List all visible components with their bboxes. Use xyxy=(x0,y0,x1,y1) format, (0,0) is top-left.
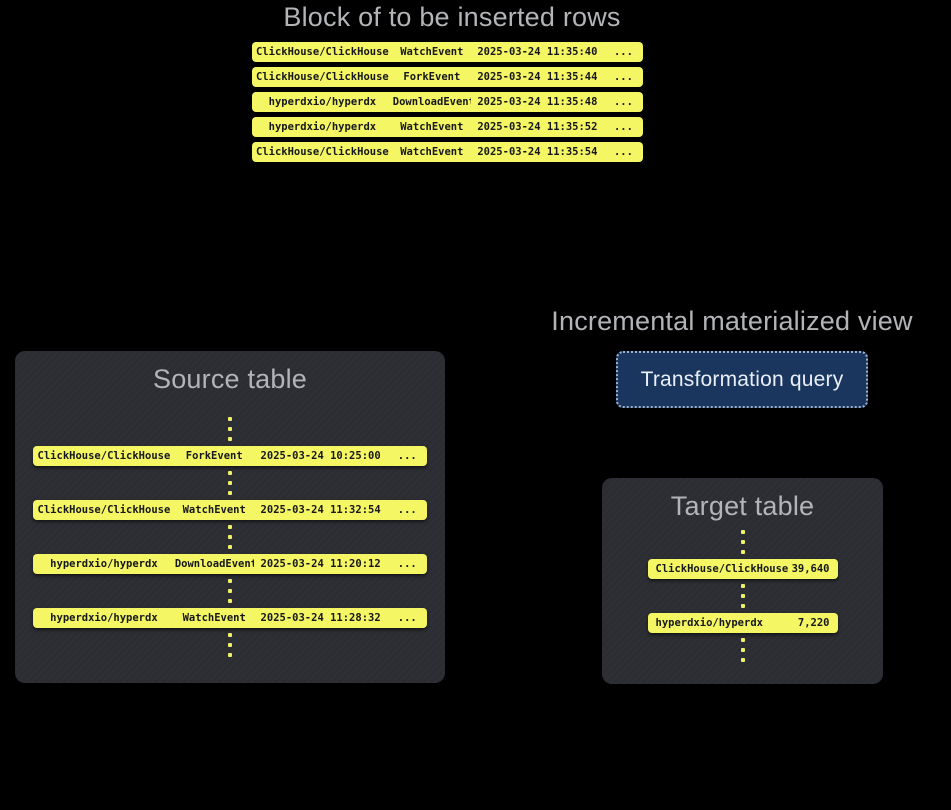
row-repo: ClickHouse/ClickHouse xyxy=(655,563,789,575)
row-timestamp: 2025-03-24 11:28:32 xyxy=(260,612,381,624)
insert-block-title: Block of to be inserted rows xyxy=(283,2,621,32)
row-event: ForkEvent xyxy=(403,71,461,83)
row-timestamp: 2025-03-24 11:35:54 xyxy=(477,146,598,158)
table-row: ClickHouse/ClickHouse WatchEvent 2025-03… xyxy=(252,42,643,62)
row-event: WatchEvent xyxy=(400,121,464,133)
row-repo: ClickHouse/ClickHouse xyxy=(255,46,389,58)
row-repo: ClickHouse/ClickHouse xyxy=(37,504,171,516)
table-row: hyperdxio/hyperdx WatchEvent 2025-03-24 … xyxy=(252,117,643,137)
table-row: hyperdxio/hyperdx WatchEvent 2025-03-24 … xyxy=(33,608,427,628)
source-table-title: Source table xyxy=(153,364,307,394)
ellipsis-dots xyxy=(228,632,232,658)
row-more: ... xyxy=(397,450,417,462)
row-more: ... xyxy=(613,146,633,158)
target-table-card: Target table ClickHouse/ClickHouse 39,64… xyxy=(602,478,883,684)
row-repo: hyperdxio/hyperdx xyxy=(268,96,377,108)
row-event: DownloadEvent xyxy=(392,96,471,108)
table-row: hyperdxio/hyperdx DownloadEvent 2025-03-… xyxy=(33,554,427,574)
row-more: ... xyxy=(613,46,633,58)
table-row: hyperdxio/hyperdx DownloadEvent 2025-03-… xyxy=(252,92,643,112)
table-row: ClickHouse/ClickHouse ForkEvent 2025-03-… xyxy=(252,67,643,87)
materialized-view-title: Incremental materialized view xyxy=(551,306,913,336)
source-table-card: Source table ClickHouse/ClickHouse ForkE… xyxy=(15,351,445,683)
table-row: ClickHouse/ClickHouse WatchEvent 2025-03… xyxy=(33,500,427,520)
ellipsis-dots xyxy=(228,524,232,550)
row-more: ... xyxy=(613,71,633,83)
row-timestamp: 2025-03-24 11:32:54 xyxy=(260,504,381,516)
row-count: 39,640 xyxy=(791,563,830,575)
row-timestamp: 2025-03-24 11:35:44 xyxy=(477,71,598,83)
insert-block-rows: ClickHouse/ClickHouse WatchEvent 2025-03… xyxy=(252,42,643,162)
target-table-title: Target table xyxy=(670,491,815,521)
row-timestamp: 2025-03-24 10:25:00 xyxy=(260,450,381,462)
row-event: WatchEvent xyxy=(182,504,246,516)
row-event: WatchEvent xyxy=(182,612,246,624)
row-event: WatchEvent xyxy=(400,146,464,158)
row-repo: ClickHouse/ClickHouse xyxy=(255,146,389,158)
row-repo: hyperdxio/hyperdx xyxy=(50,612,158,624)
table-row: hyperdxio/hyperdx 7,220 xyxy=(647,613,838,633)
table-row: ClickHouse/ClickHouse WatchEvent 2025-03… xyxy=(252,142,643,162)
row-more: ... xyxy=(397,504,417,516)
table-row: ClickHouse/ClickHouse ForkEvent 2025-03-… xyxy=(33,446,427,466)
row-repo: hyperdxio/hyperdx xyxy=(655,617,763,629)
source-table-rows: ClickHouse/ClickHouse ForkEvent 2025-03-… xyxy=(15,416,445,658)
row-timestamp: 2025-03-24 11:35:52 xyxy=(477,121,598,133)
row-repo: hyperdxio/hyperdx xyxy=(50,558,158,570)
row-event: WatchEvent xyxy=(400,46,464,58)
ellipsis-dots xyxy=(228,470,232,496)
table-row: ClickHouse/ClickHouse 39,640 xyxy=(647,559,838,579)
row-event: ForkEvent xyxy=(185,450,243,462)
ellipsis-dots xyxy=(228,416,232,442)
row-timestamp: 2025-03-24 11:35:48 xyxy=(477,96,598,108)
row-more: ... xyxy=(397,558,417,570)
row-more: ... xyxy=(613,121,633,133)
row-timestamp: 2025-03-24 11:20:12 xyxy=(260,558,381,570)
row-repo: ClickHouse/ClickHouse xyxy=(37,450,171,462)
ellipsis-dots xyxy=(740,529,745,555)
ellipsis-dots xyxy=(740,637,745,663)
row-more: ... xyxy=(397,612,417,624)
row-timestamp: 2025-03-24 11:35:40 xyxy=(477,46,598,58)
row-count: 7,220 xyxy=(797,617,830,629)
target-table-rows: ClickHouse/ClickHouse 39,640 hyperdxio/h… xyxy=(602,529,883,663)
row-repo: ClickHouse/ClickHouse xyxy=(255,71,389,83)
ellipsis-dots xyxy=(740,583,745,609)
transformation-query-button: Transformation query xyxy=(616,351,868,408)
row-more: ... xyxy=(613,96,633,108)
row-event: DownloadEvent xyxy=(174,558,254,570)
ellipsis-dots xyxy=(228,578,232,604)
row-repo: hyperdxio/hyperdx xyxy=(268,121,377,133)
